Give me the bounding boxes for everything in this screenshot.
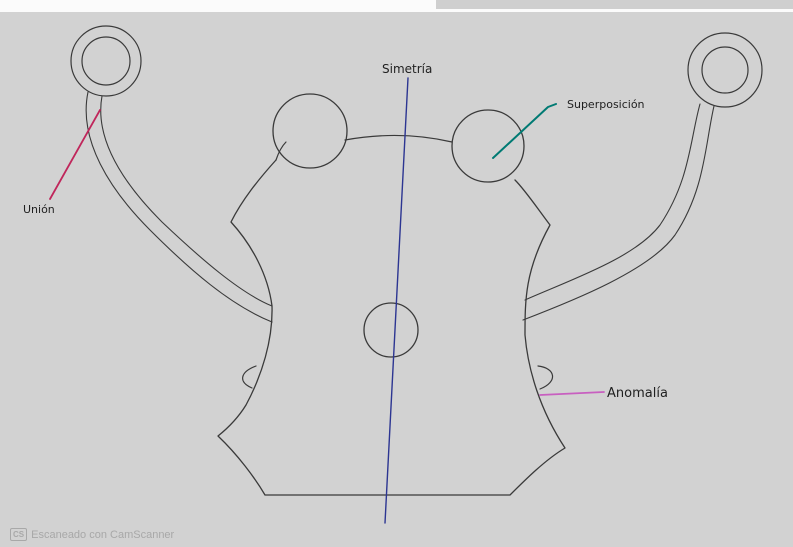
center-circle	[364, 303, 418, 357]
label-anomaly: Anomalía	[607, 386, 668, 401]
right-side-tab	[538, 366, 553, 389]
label-overlap: Superposición	[567, 98, 645, 111]
left-antenna-stem-outer	[86, 92, 272, 322]
right-top-circle	[452, 110, 524, 182]
watermark-text: Escaneado con CamScanner	[31, 529, 174, 541]
left-top-circle	[273, 94, 347, 168]
right-antenna-inner-ring	[702, 47, 748, 93]
left-antenna-inner-ring	[82, 37, 130, 85]
right-antenna-outer-ring	[688, 33, 762, 107]
left-side-tab	[243, 366, 256, 388]
camscanner-watermark: CS Escaneado con CamScanner	[10, 528, 174, 541]
label-symmetry: Simetría	[382, 62, 432, 76]
central-body-outline	[218, 160, 565, 495]
overlap-pointer-line	[493, 104, 556, 158]
anomaly-pointer-line	[540, 392, 604, 395]
symmetry-axis-line	[385, 78, 408, 523]
left-antenna-stem-inner	[101, 96, 272, 306]
right-antenna-stem-outer	[525, 104, 700, 300]
right-antenna-stem-inner	[523, 106, 714, 320]
label-union: Unión	[23, 203, 55, 216]
camscanner-logo-icon: CS	[10, 528, 27, 541]
shoulder-arc	[345, 135, 452, 142]
union-pointer-line	[50, 110, 100, 199]
